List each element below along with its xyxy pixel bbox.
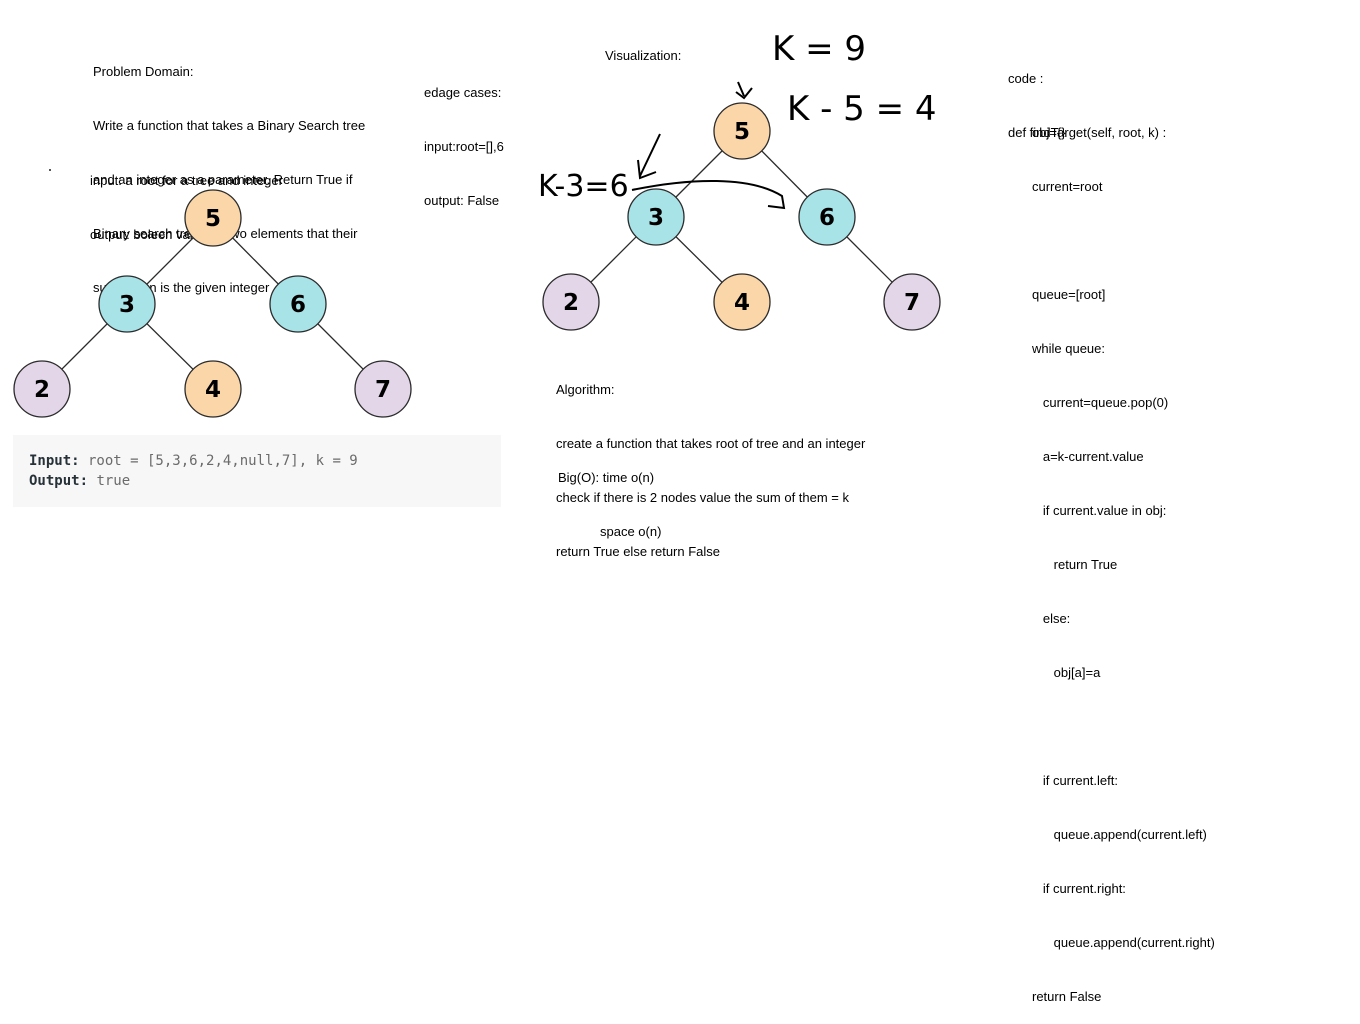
code-line: queue=[root]: [1032, 287, 1106, 302]
code-def-line: def findTarget(self, root, k) :: [1008, 125, 1167, 140]
node-value: 7: [375, 377, 391, 403]
problem-line: Binary search tree has two elements that…: [93, 226, 358, 241]
code-line: while queue:: [1032, 341, 1105, 356]
node-value: 6: [819, 205, 835, 231]
algorithm-title: Algorithm:: [556, 382, 615, 397]
node-value: 5: [734, 119, 750, 145]
handwritten-k-minus-5: K - 5 = 4: [787, 89, 937, 129]
tree-node-right: 6: [798, 188, 856, 246]
input-line: input: a root for a tree and integer: [90, 173, 283, 188]
node-value: 4: [734, 290, 750, 316]
node-value: 5: [205, 206, 221, 232]
example-output-value: true: [88, 473, 131, 489]
node-circle: [542, 273, 600, 331]
code-line: return False: [1032, 989, 1102, 1004]
code-line: else:: [1032, 611, 1071, 626]
tree-node-left-right: 4: [713, 273, 771, 331]
algorithm-line: return True else return False: [556, 544, 721, 559]
code-line: a=k-current.value: [1032, 449, 1144, 464]
tree-node-left: 3: [627, 188, 685, 246]
code-line: if current.value in obj:: [1032, 503, 1167, 518]
tree-left-diagram: 5 3 6 2 4 7: [13, 189, 412, 418]
tree-node-left: 3: [98, 275, 156, 333]
node-value: 2: [34, 377, 50, 403]
tree-node-left-right: 4: [184, 360, 242, 418]
code-line: obj={}: [1032, 125, 1066, 140]
node-circle: [354, 360, 412, 418]
code-line: queue.append(current.right): [1032, 935, 1215, 950]
tree-right-diagram: 5 3 6 2 4 7: [542, 102, 941, 331]
handwritten-k-equals: K = 9: [772, 29, 866, 69]
tree-node-right: 6: [269, 275, 327, 333]
code-line: obj[a]=a: [1032, 665, 1101, 680]
code-header: code : def findTarget(self, root, k) :: [1008, 34, 1166, 160]
node-value: 3: [648, 205, 664, 231]
handwritten-curve-arrow: [631, 179, 786, 210]
handwritten-k-minus-3: K-3=6: [538, 169, 629, 204]
tree-node-right-right: 7: [883, 273, 941, 331]
code-line: queue.append(current.left): [1032, 827, 1207, 842]
stray-dot: [49, 169, 51, 171]
tree-node-root: 5: [184, 189, 242, 247]
tree-node-left-left: 2: [542, 273, 600, 331]
example-output-key: Output:: [29, 473, 89, 489]
tree-node-left-left: 2: [13, 360, 71, 418]
visualization-label: Visualization:: [605, 48, 682, 63]
edge-cases-input: input:root=[],6: [424, 139, 504, 154]
big-o-time: Big(O): time o(n): [558, 470, 655, 485]
code-line: current=queue.pop(0): [1032, 395, 1169, 410]
big-o-text: Big(O): time o(n) space o(n): [558, 433, 661, 559]
code-line: [1032, 718, 1215, 736]
handwritten-annotations: K = 9 K - 5 = 4 K-3=6: [538, 29, 937, 210]
input-output-text: input: a root for a tree and integer out…: [90, 136, 283, 262]
code-line: return True: [1032, 557, 1118, 572]
node-circle: [798, 188, 856, 246]
algorithm-line: check if there is 2 nodes value the sum …: [556, 490, 850, 505]
edge-cases-title: edage cases:: [424, 85, 502, 100]
node-circle: [627, 188, 685, 246]
algorithm-text: Algorithm: create a function that takes …: [556, 345, 865, 579]
node-circle: [184, 360, 242, 418]
edge-cases-text: edage cases: input:root=[],6 output: Fal…: [424, 48, 504, 228]
code-line: if current.right:: [1032, 881, 1126, 896]
problem-line: and an integer as a parameter. Return Tr…: [93, 172, 353, 187]
example-input-key: Input:: [29, 453, 80, 469]
node-circle: [269, 275, 327, 333]
code-title: code :: [1008, 71, 1044, 86]
algorithm-line: create a function that takes root of tre…: [556, 436, 866, 451]
problem-line: Write a function that takes a Binary Sea…: [93, 118, 366, 133]
example-box: Input: root = [5,3,6,2,4,null,7], k = 9 …: [13, 435, 501, 507]
code-line: current=root: [1032, 179, 1103, 194]
node-value: 7: [904, 290, 920, 316]
problem-line: Problem Domain:: [93, 64, 194, 79]
code-line: [1032, 232, 1215, 250]
node-value: 4: [205, 377, 221, 403]
example-input-line: Input: root = [5,3,6,2,4,null,7], k = 9: [29, 451, 358, 471]
example-input-value: root = [5,3,6,2,4,null,7], k = 9: [79, 453, 358, 469]
node-value: 3: [119, 292, 135, 318]
handwritten-arrow-to-3: [637, 133, 661, 180]
tree-node-right-right: 7: [354, 360, 412, 418]
handwritten-arrow-to-root: [735, 81, 753, 100]
code-line: if current.left:: [1032, 773, 1118, 788]
node-circle: [713, 273, 771, 331]
big-o-space: space o(n): [600, 524, 662, 539]
node-circle: [184, 189, 242, 247]
example-output-line: Output: true: [29, 471, 130, 491]
node-circle: [98, 275, 156, 333]
node-circle: [713, 102, 771, 160]
node-circle: [883, 273, 941, 331]
node-circle: [13, 360, 71, 418]
problem-domain-text: Problem Domain: Write a function that ta…: [93, 27, 365, 315]
tree-node-root: 5: [713, 102, 771, 160]
code-body: obj={} current=root queue=[root] while q…: [1032, 88, 1215, 1024]
edge-cases-output: output: False: [424, 193, 500, 208]
node-value: 6: [290, 292, 306, 318]
node-value: 2: [563, 290, 579, 316]
